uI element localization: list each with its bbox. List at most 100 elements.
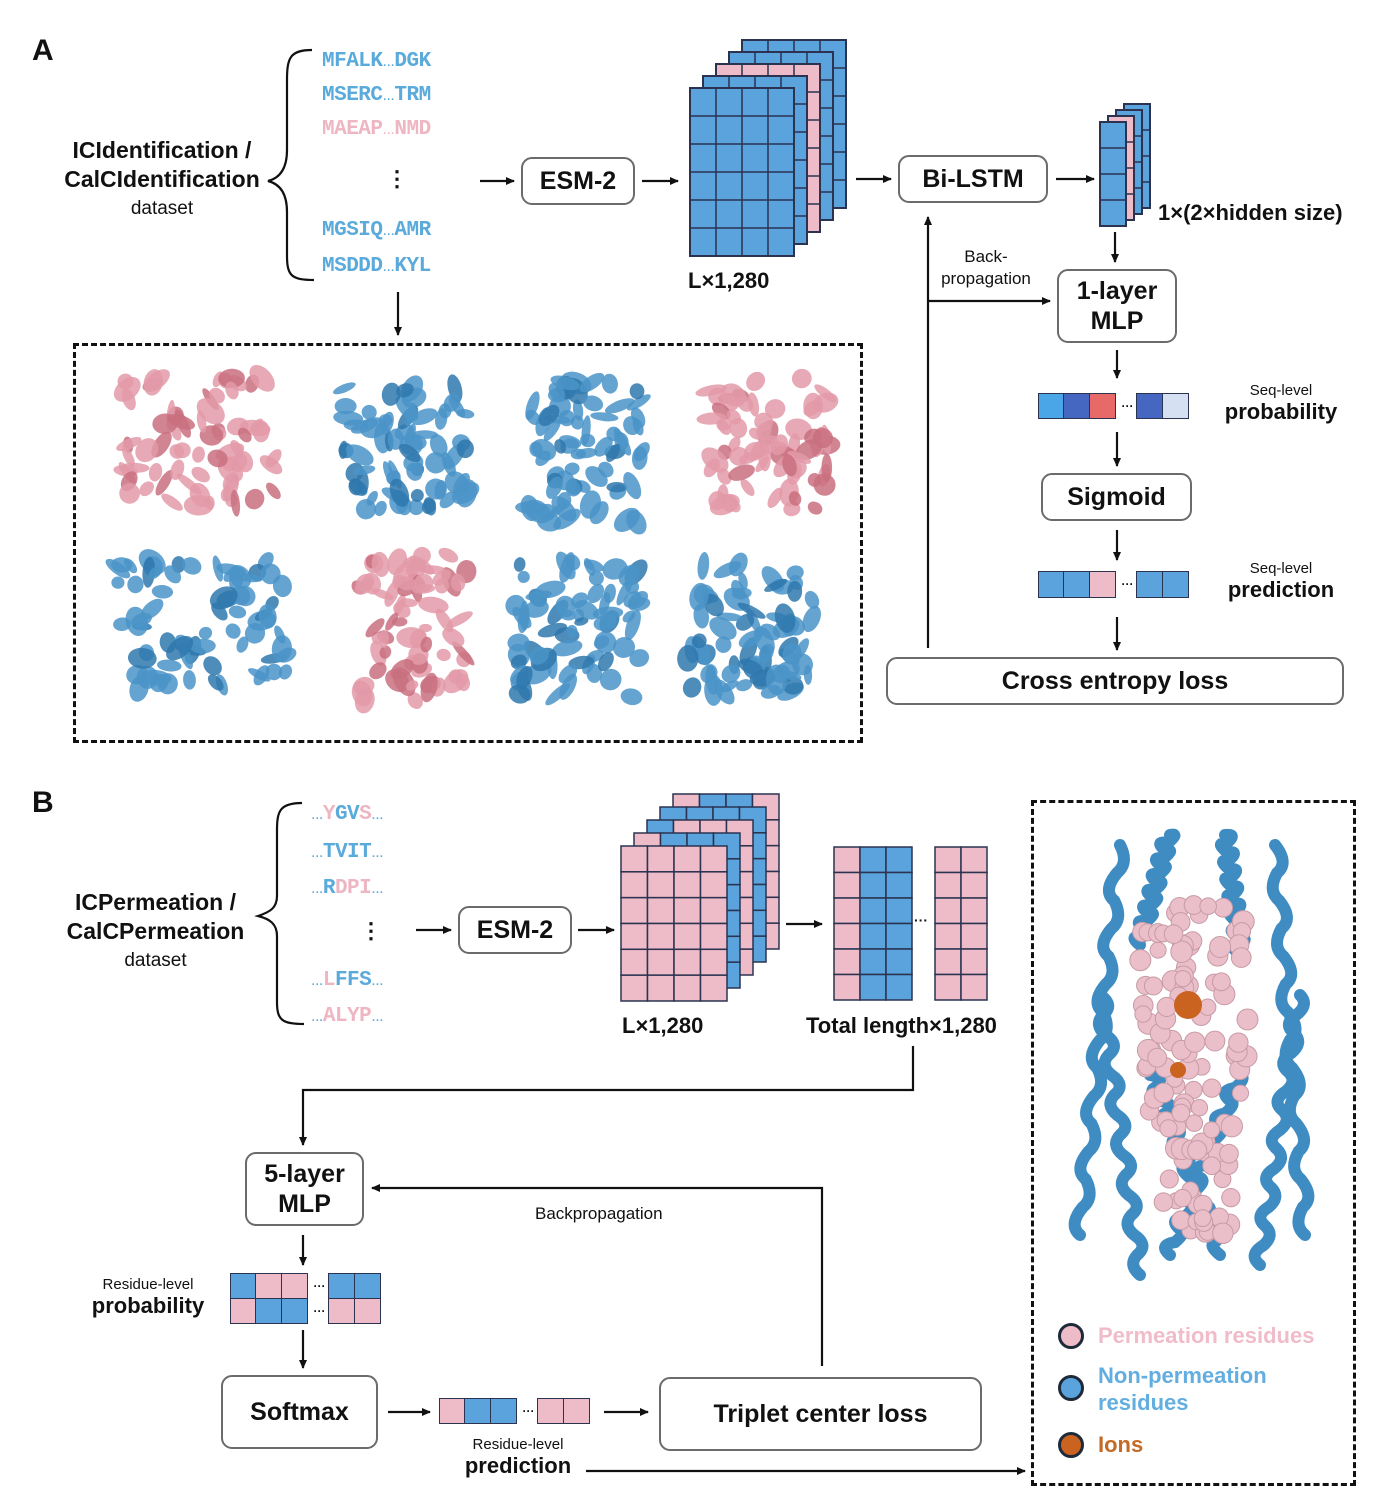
helix-segment	[620, 688, 643, 706]
helix-segment	[738, 572, 748, 590]
concat-column-group	[833, 846, 913, 1001]
concat-cell	[960, 871, 988, 899]
helix-segment	[396, 576, 417, 591]
helix-segment	[601, 373, 618, 394]
cross-entropy-loss-box: Cross entropy loss	[886, 657, 1344, 705]
cell	[353, 1298, 381, 1324]
permeation-residue-sphere	[1230, 947, 1252, 968]
helix-segment	[338, 440, 348, 459]
concat-cell	[934, 922, 962, 950]
sequence-residues: MAEAP	[322, 118, 383, 141]
helix-segment	[802, 605, 821, 633]
helix-segment	[629, 649, 650, 668]
sequence-ellipsis-dots: ...	[371, 880, 384, 897]
helix-segment	[276, 647, 297, 663]
embedding-cell	[673, 974, 702, 1002]
helix-segment	[632, 418, 644, 436]
legend-label: Ions	[1098, 1432, 1144, 1457]
helix-segment	[350, 418, 379, 434]
helix-segment	[249, 364, 275, 392]
helix-segment	[597, 651, 614, 672]
sequence-entry: MSERC...TRM	[322, 84, 431, 107]
concat-cell	[859, 948, 887, 976]
total-length-label: Total length×1,280	[806, 1013, 997, 1038]
helix-segment	[220, 486, 232, 502]
helix-segment	[333, 410, 364, 426]
helix-segment	[398, 598, 418, 608]
helix-segment	[505, 594, 526, 616]
permeation-residue-sphere	[1193, 1209, 1212, 1228]
helix-segment	[143, 369, 170, 393]
helix	[1068, 839, 1130, 1241]
residue-prediction-big: prediction	[464, 1453, 572, 1478]
softmax-box: Softmax	[221, 1375, 378, 1449]
helix-segment	[183, 495, 214, 516]
helix-segment	[230, 453, 248, 473]
cell	[1161, 571, 1189, 598]
helix-segment	[589, 501, 609, 525]
helix-segment	[525, 590, 552, 601]
permeation-residue-sphere	[1153, 1192, 1174, 1212]
helix-segment	[758, 643, 774, 663]
helix-segment	[411, 584, 436, 594]
sequence-residues: MSERC	[322, 84, 383, 107]
embedding-cell	[673, 845, 702, 873]
cell	[1088, 393, 1116, 419]
helix-segment	[111, 576, 125, 589]
helix-segment	[587, 583, 605, 604]
helix-segment	[765, 664, 787, 696]
cell	[1088, 571, 1116, 598]
permeation-residue-sphere	[1147, 1047, 1168, 1068]
helix-segment	[443, 393, 461, 413]
helix-segment	[218, 368, 245, 388]
helix-segment	[583, 558, 596, 576]
embedding-cell	[646, 974, 675, 1002]
helix-segment	[767, 487, 783, 509]
helix-segment	[334, 398, 357, 415]
helix-segment	[121, 388, 136, 411]
seq-prediction-big: prediction	[1227, 577, 1335, 602]
helix-segment	[203, 656, 222, 676]
helix-segment	[123, 558, 138, 574]
embedding-cell	[646, 922, 675, 951]
helix-segment	[380, 411, 394, 435]
helix-segment	[624, 610, 641, 641]
helix-segment	[390, 659, 414, 680]
permeation-residue-sphere	[1199, 897, 1217, 916]
helix-segment	[391, 617, 408, 627]
dataset-name-line2: CalCPermeation	[66, 918, 245, 944]
helix-segment	[691, 633, 707, 649]
helix-segment	[726, 409, 742, 425]
helix-segment	[706, 664, 718, 678]
sequence-residues: FFS	[334, 969, 372, 992]
sequence-residues: NMD	[394, 118, 431, 141]
helix-segment	[588, 570, 604, 586]
helix-segment	[244, 622, 266, 644]
helix-segment	[164, 565, 182, 584]
sequence-residues: MFALK	[322, 50, 383, 73]
seq-probability-row: ···	[1037, 393, 1189, 419]
embedding-cell	[620, 922, 649, 951]
helix-segment	[554, 439, 567, 454]
helix-segment	[404, 403, 416, 427]
permeation-residue-sphere	[1184, 1031, 1206, 1053]
embedding-cell	[646, 896, 675, 925]
helix-segment	[517, 570, 530, 584]
embedding-layer	[689, 87, 795, 257]
sigmoid-box: Sigmoid	[1041, 473, 1192, 521]
helix-segment	[786, 565, 804, 581]
non-ion-channel-structure	[515, 371, 651, 535]
helix-segment	[140, 669, 172, 686]
helix-segment	[362, 572, 382, 595]
helix-segment	[142, 556, 156, 588]
embedding-layer	[620, 845, 728, 1002]
helix-segment	[593, 614, 617, 631]
sequence-ellipsis-dots: ...	[371, 972, 384, 989]
permeation-residue-sphere	[1228, 1032, 1249, 1053]
helix-segment	[176, 473, 202, 495]
helix-segment	[774, 603, 796, 633]
embedding-cell	[646, 845, 675, 873]
embedding-cell	[620, 948, 649, 976]
helix-segment	[791, 368, 812, 389]
panel-b-label: B	[32, 786, 54, 819]
